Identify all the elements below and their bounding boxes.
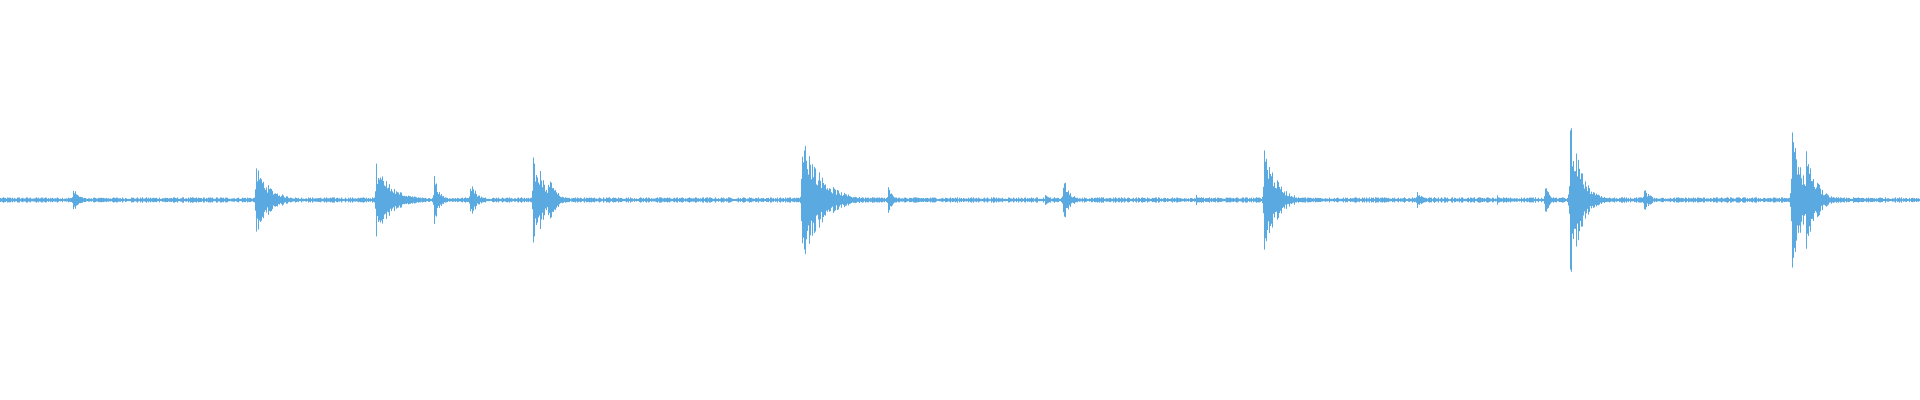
- waveform-path: [0, 128, 1920, 272]
- waveform-samples: [0, 128, 1920, 272]
